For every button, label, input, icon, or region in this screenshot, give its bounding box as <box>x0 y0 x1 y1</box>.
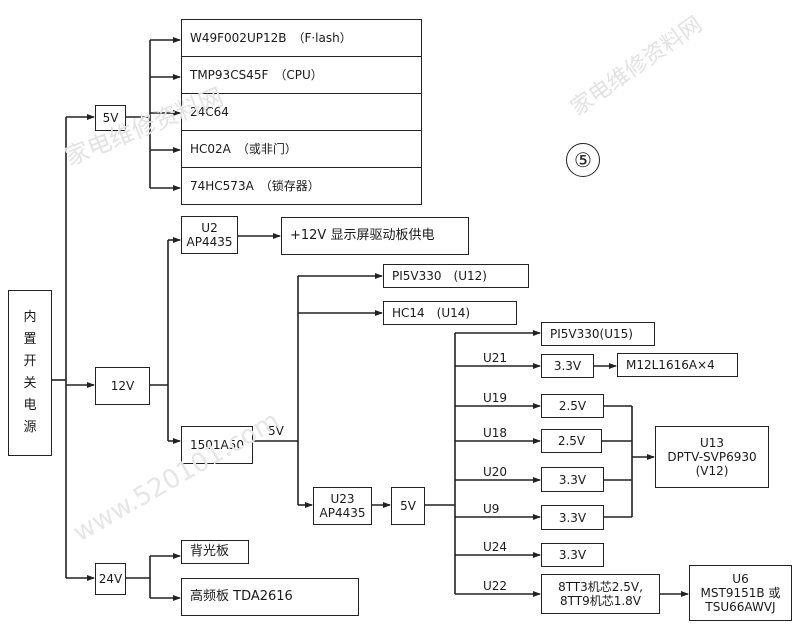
reg-ref-u9: U9 <box>483 502 500 516</box>
source-char: 开 <box>23 354 37 369</box>
reg1501-output-label: 5V <box>268 424 284 438</box>
reg-out-u22: 8TT3机芯2.5V, 8TT9机芯1.8V <box>541 574 660 614</box>
rail-5v-second: 5V <box>391 487 425 525</box>
u13-ref: U13 <box>699 436 725 450</box>
page-number-mark: ⑤ <box>566 143 600 177</box>
u6-scaler: U6 MST9151B 或 TSU66AWVJ <box>689 565 792 621</box>
u13-dptv-svp6930: U13 DPTV-SVP6930 (V12) <box>655 426 769 488</box>
reg-1501a50: 1501A50 <box>181 426 253 464</box>
u6-line1: MST9151B 或 <box>700 586 781 600</box>
reg-out-u20: 3.3V <box>541 467 604 492</box>
reg-ref-u22: U22 <box>483 579 508 593</box>
load-nor-gate: HC02A （或非门） <box>181 130 422 168</box>
reg-ref-u21: U21 <box>483 351 508 365</box>
reg-out-u9: 3.3V <box>541 505 604 530</box>
reg-out-u24: 3.3V <box>541 543 604 567</box>
lcd-driver-supply: +12V 显示屏驱动板供电 <box>281 217 469 255</box>
u22-line1: 8TT3机芯2.5V, <box>558 580 643 594</box>
sdram-m12l1616a: M12L1616A×4 <box>617 353 738 377</box>
source-char: 关 <box>23 376 37 391</box>
pi5v330-u15: PI5V330(U15) <box>541 322 655 346</box>
source-char: 置 <box>23 332 37 347</box>
hc14-u14: HC14 (U14) <box>383 301 517 325</box>
u6-line2: TSU66AWVJ <box>705 600 776 614</box>
reg-ref-u19: U19 <box>483 391 508 405</box>
source-char: 源 <box>23 420 37 435</box>
rail-5v: 5V <box>95 105 126 131</box>
u23-part: AP4435 <box>319 506 366 520</box>
rail-24v: 24V <box>95 563 126 595</box>
source-char: 内 <box>23 310 37 325</box>
u2-ref: U2 <box>201 221 218 235</box>
tuner-board: 高频板 TDA2616 <box>181 578 359 616</box>
u22-line2: 8TT9机芯1.8V <box>559 594 641 608</box>
u2-ap4435: U2 AP4435 <box>181 216 238 254</box>
reg-out-u19: 2.5V <box>541 394 604 418</box>
backlight-board: 背光板 <box>181 540 249 564</box>
u13-version: (V12) <box>695 464 729 478</box>
u13-part: DPTV-SVP6930 <box>667 450 757 464</box>
load-latch: 74HC573A （锁存器） <box>181 167 422 205</box>
u23-ap4435: U23 AP4435 <box>313 487 372 525</box>
load-flash: W49F002UP12B （F·lash） <box>181 19 422 57</box>
pi5v330-u12: PI5V330 (U12) <box>383 264 529 288</box>
reg-ref-u18: U18 <box>483 426 508 440</box>
u6-ref: U6 <box>732 572 749 586</box>
reg-out-u21: 3.3V <box>541 354 594 378</box>
reg-ref-u24: U24 <box>483 540 508 554</box>
source-char: 电 <box>23 398 37 413</box>
load-eeprom: 24C64 <box>181 93 422 131</box>
rail-12v: 12V <box>95 367 150 405</box>
reg-ref-u20: U20 <box>483 465 508 479</box>
internal-switching-power-supply: 内 置 开 关 电 源 <box>8 290 52 456</box>
u23-ref: U23 <box>330 492 355 506</box>
reg-out-u18: 2.5V <box>541 429 602 453</box>
u2-part: AP4435 <box>186 235 233 249</box>
load-cpu: TMP93CS45F （CPU） <box>181 56 422 94</box>
